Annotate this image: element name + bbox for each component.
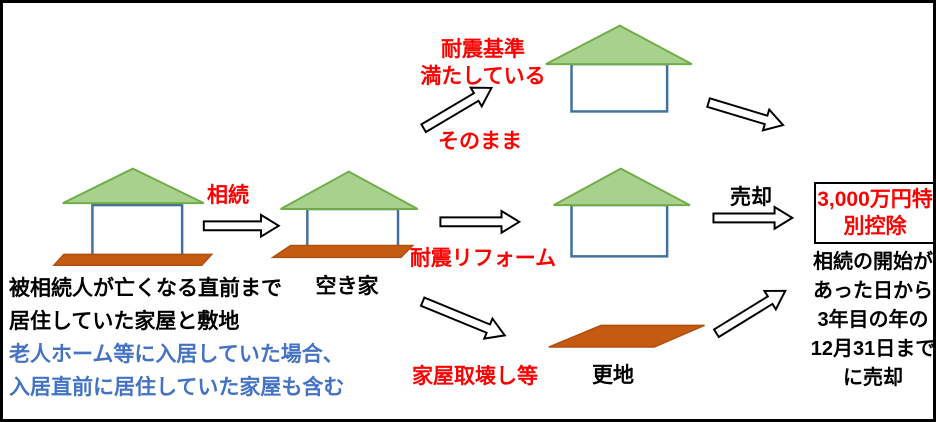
deadline-line: に売却: [843, 367, 903, 389]
vacant-house-icon: [270, 170, 419, 259]
source-caption-line1: 被相続人が亡くなる直前まで: [9, 277, 282, 300]
flow-diagram-graphics: [52, 24, 795, 348]
sell-arrow-icon: [712, 205, 795, 231]
reformed-house-icon: [553, 167, 691, 258]
inherit-label: 相続: [207, 184, 249, 207]
quake-standard-label-line1: 耐震基準: [441, 38, 525, 61]
house-wall: [91, 203, 184, 258]
inherit-arrow-icon: [202, 213, 281, 239]
as-is-label: そのまま: [438, 130, 522, 153]
source-note-line1: 老人ホーム等に入居していた場合、: [9, 343, 344, 366]
sell-deadline-note: 相続の開始が あった日から 3年目の年の 12月31日まで に売却: [807, 248, 936, 393]
quake-standard-label-line2: 満たしている: [420, 65, 546, 88]
inherited-house-icon: [52, 167, 214, 266]
house-wall: [306, 207, 400, 248]
deadline-line: 相続の開始が: [813, 251, 933, 273]
deduction-result-box: 3,000万円特 別控除: [814, 182, 933, 244]
house-roof: [545, 24, 693, 66]
as-is-house-icon: [545, 24, 693, 113]
deadline-line: あった日から: [813, 280, 933, 302]
house-ground: [52, 253, 214, 266]
deadline-line: 3年目の年の: [817, 309, 929, 331]
vacant-lot-icon: [548, 324, 705, 348]
reform-arrow-icon: [439, 209, 522, 235]
house-ground: [270, 244, 415, 259]
deadline-line: 12月31日まで: [810, 338, 936, 360]
house-wall: [570, 62, 669, 113]
source-caption-line2: 居住していた家屋と敷地: [9, 310, 240, 333]
lot-sell-arrow-icon: [712, 289, 787, 339]
deduction-label-line2: 別控除: [843, 215, 907, 238]
source-note-line2: 入居直前に居住していた家屋も含む: [9, 376, 345, 399]
house-wall: [570, 203, 669, 258]
house-roof: [62, 167, 205, 205]
reform-label: 耐震リフォーム: [409, 247, 557, 270]
sell-label: 売却: [730, 186, 772, 209]
demolish-arrow-icon: [419, 296, 507, 340]
house-roof: [553, 167, 691, 207]
as-is-arrow-icon: [420, 86, 494, 134]
house-roof: [280, 170, 419, 211]
demolish-label: 家屋取壊し等: [412, 365, 538, 388]
vacant-lot-label: 更地: [592, 364, 634, 387]
as-is-sell-arrow-icon: [706, 97, 785, 132]
deduction-label-line1: 3,000万円特: [817, 188, 933, 211]
vacant-house-label: 空き家: [315, 275, 379, 298]
